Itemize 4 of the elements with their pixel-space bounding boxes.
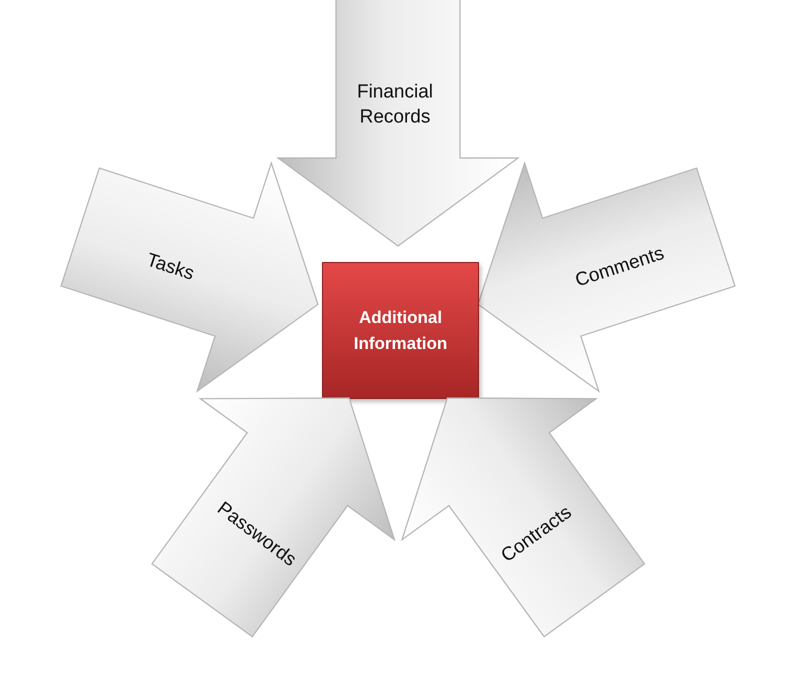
info-box	[322, 262, 479, 399]
arrow-label: Tasks	[143, 248, 197, 287]
arrow-label: Financial Records	[356, 80, 434, 129]
box-label: Additional Information	[352, 307, 448, 354]
